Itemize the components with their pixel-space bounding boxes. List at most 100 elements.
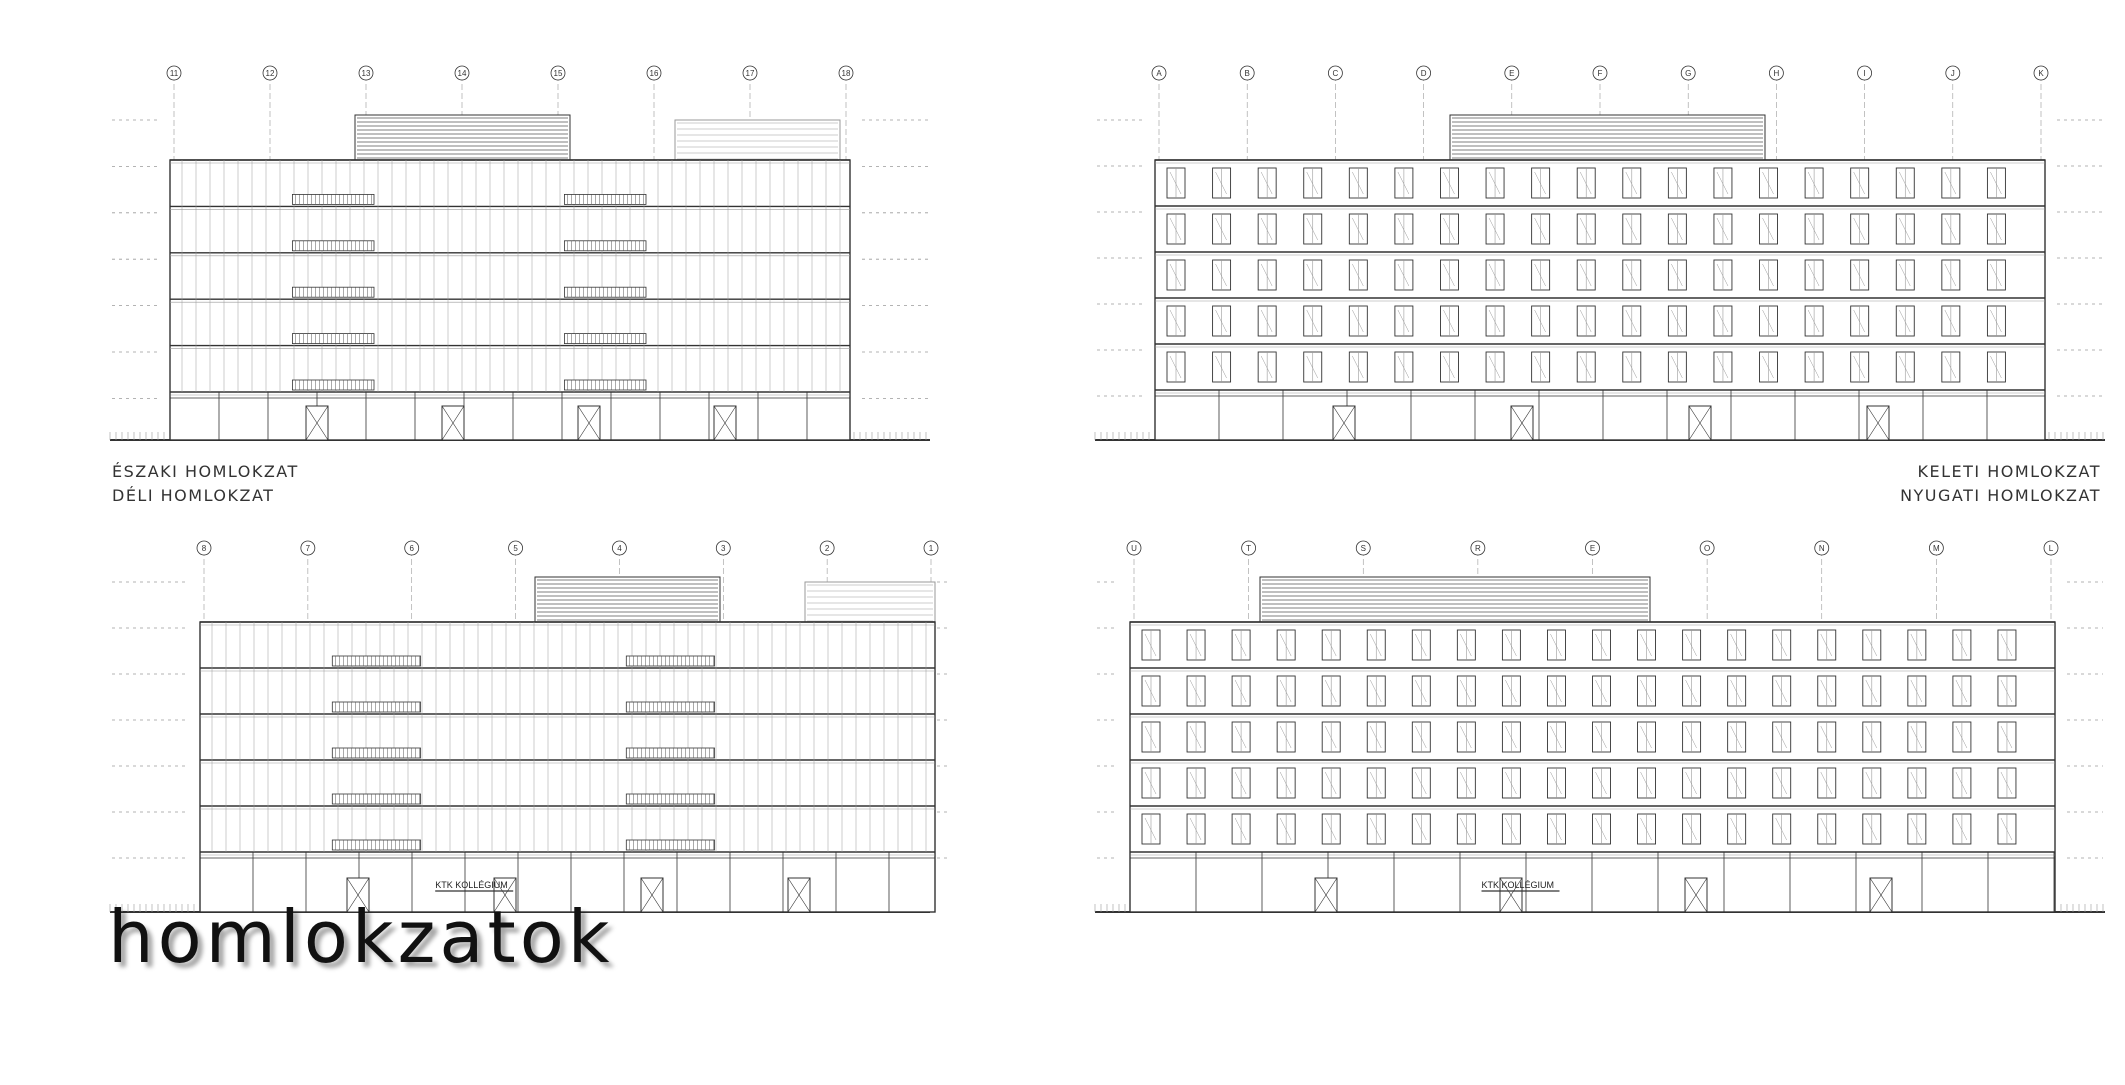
rooftop-structure <box>804 581 936 623</box>
axis-label: 5 <box>513 544 518 553</box>
east-elevation: A B C D E F G H I J K <box>1094 65 2105 441</box>
axis-marker <box>1769 65 1784 81</box>
axis-marker <box>742 65 758 81</box>
balcony-rail <box>291 379 375 391</box>
building-outline <box>1154 159 2046 441</box>
axis-marker <box>1470 540 1486 556</box>
balcony-rail <box>331 747 421 759</box>
axis-marker <box>1857 65 1872 81</box>
axis-marker <box>1928 540 1944 556</box>
axis-marker <box>612 540 627 556</box>
axis-label: F <box>1598 69 1603 78</box>
axis-label: J <box>1951 69 1955 78</box>
entrance-sign: KTK KOLLÉGIUM <box>435 880 508 890</box>
axis-label: S <box>1361 544 1366 553</box>
balcony-rail <box>625 701 715 713</box>
axis-label: 2 <box>825 544 830 553</box>
balcony-rail <box>625 747 715 759</box>
axis-label: E <box>1509 69 1514 78</box>
axis-label: L <box>2049 544 2054 553</box>
balcony-rail <box>291 193 375 205</box>
axis-marker <box>1328 65 1343 81</box>
axis-label: 15 <box>554 69 563 78</box>
balcony-rail <box>625 793 715 805</box>
axis-marker <box>715 540 731 556</box>
north-elevation-label: ÉSZAKI HOMLOKZAT <box>112 462 299 481</box>
axis-marker <box>550 65 566 81</box>
axis-label: G <box>1685 69 1691 78</box>
axis-marker <box>1680 65 1696 81</box>
axis-label: 8 <box>202 544 207 553</box>
rooftop-structure <box>1449 114 1766 161</box>
axis-marker <box>262 65 278 81</box>
balcony-rail <box>331 839 421 851</box>
axis-marker <box>454 65 470 81</box>
axis-label: M <box>1933 544 1940 553</box>
axis-marker <box>819 540 835 556</box>
axis-marker <box>358 65 374 81</box>
axis-marker <box>404 540 420 556</box>
axis-label: D <box>1421 69 1427 78</box>
axis-marker <box>1814 540 1830 556</box>
balcony-rail <box>564 240 647 252</box>
axis-label: 4 <box>617 544 622 553</box>
axis-marker <box>1504 65 1520 81</box>
balcony-rail <box>625 839 715 851</box>
axis-marker <box>838 65 854 81</box>
axis-marker <box>196 540 212 556</box>
balcony-rail <box>331 793 421 805</box>
sheet-title: homlokzatok <box>108 895 614 979</box>
axis-label: 13 <box>362 69 371 78</box>
balcony-rail <box>291 240 375 252</box>
axis-marker <box>923 540 939 556</box>
building-outline <box>1129 621 2056 913</box>
west-elevation-label: NYUGATI HOMLOKZAT <box>1900 486 2101 505</box>
axis-marker <box>1151 65 1167 81</box>
balcony-rail <box>331 701 421 713</box>
axis-label: N <box>1819 544 1825 553</box>
axis-marker <box>1592 65 1608 81</box>
axis-label: 7 <box>306 544 311 553</box>
axis-marker <box>166 65 182 81</box>
rooftop-structure <box>1259 576 1651 623</box>
axis-marker <box>300 540 316 556</box>
balcony-rail <box>625 655 715 667</box>
balcony-rail <box>564 193 647 205</box>
balcony-rail <box>564 333 647 345</box>
balcony-rail <box>564 286 647 298</box>
axis-marker <box>1239 65 1255 81</box>
balcony-rail <box>331 655 421 667</box>
south-elevation-label: DÉLI HOMLOKZAT <box>112 486 275 505</box>
axis-label: R <box>1475 544 1481 553</box>
axis-label: 12 <box>266 69 275 78</box>
axis-marker <box>1416 65 1431 81</box>
axis-marker <box>1241 540 1257 556</box>
axis-label: K <box>2038 69 2044 78</box>
axis-marker <box>2043 540 2059 556</box>
axis-label: 17 <box>746 69 755 78</box>
axis-label: 18 <box>842 69 851 78</box>
axis-marker <box>2033 65 2049 81</box>
axis-label: 6 <box>409 544 414 553</box>
axis-label: 11 <box>170 69 179 78</box>
axis-label: A <box>1156 69 1162 78</box>
axis-label: 1 <box>929 544 934 553</box>
axis-marker <box>1699 540 1715 556</box>
axis-marker <box>1355 540 1371 556</box>
axis-label: C <box>1333 69 1339 78</box>
east-elevation-label: KELETI HOMLOKZAT <box>1917 462 2101 481</box>
building-outline <box>199 621 936 913</box>
rooftop-structure <box>674 119 841 161</box>
axis-marker <box>508 540 523 556</box>
axis-marker <box>1945 65 1961 81</box>
axis-label: I <box>1863 69 1865 78</box>
axis-label: B <box>1245 69 1250 78</box>
balcony-rail <box>564 379 647 391</box>
axis-label: H <box>1774 69 1780 78</box>
axis-label: 3 <box>721 544 726 553</box>
axis-label: E <box>1590 544 1595 553</box>
axis-label: O <box>1704 544 1710 553</box>
